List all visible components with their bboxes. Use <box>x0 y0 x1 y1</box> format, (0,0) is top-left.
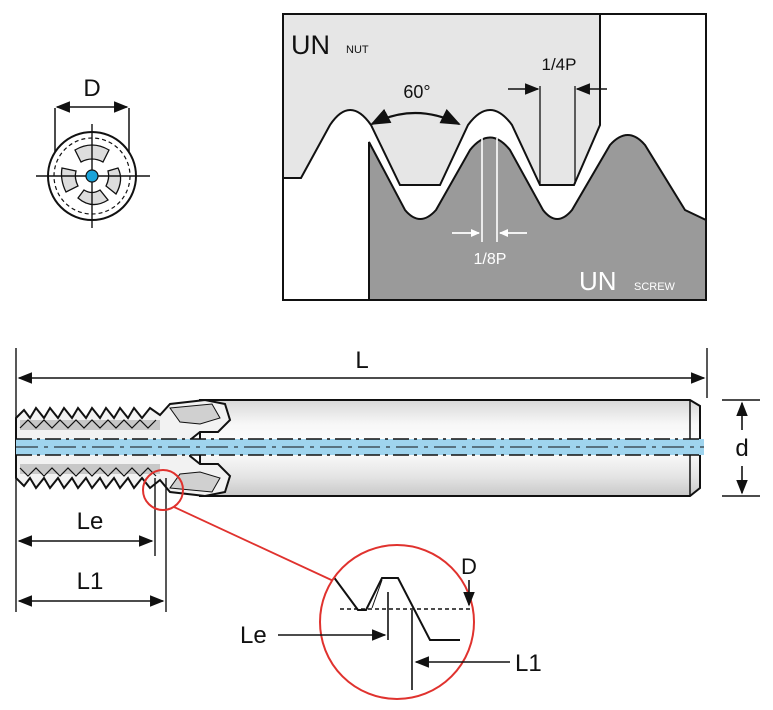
nut-label: UN <box>291 30 330 60</box>
detail-callout-ring <box>142 469 184 511</box>
detail-le-label: Le <box>240 622 267 649</box>
detail-l1-label: L1 <box>515 650 542 677</box>
end-view-diameter-label: D <box>83 75 100 102</box>
side-view: L d Le L1 <box>15 347 760 612</box>
angle-arc <box>370 108 461 125</box>
screw-profile <box>368 134 707 301</box>
shank-diameter-label: d <box>735 435 748 462</box>
coolant-hole-dot <box>85 169 99 183</box>
nut-profile <box>282 13 601 186</box>
detail-ring <box>319 544 475 700</box>
detail-view: D Le L1 <box>240 544 542 700</box>
nut-sublabel: NUT <box>346 44 369 56</box>
eighth-pitch-label: 1/8P <box>474 251 507 268</box>
detail-d-label: D <box>461 554 477 579</box>
detail-leader-line <box>173 506 341 585</box>
quarter-pitch-label: 1/4P <box>542 55 577 74</box>
end-view: D <box>36 75 150 228</box>
l1-label: L1 <box>77 568 104 595</box>
overall-length-label: L <box>355 347 368 374</box>
angle-label: 60° <box>403 82 430 102</box>
screw-label: UN <box>579 266 617 296</box>
screw-sublabel: SCREW <box>634 281 676 293</box>
thread-profile-box: UN NUT UN SCREW 60° 1/4P 1/8P <box>282 13 707 301</box>
le-label: Le <box>77 508 104 535</box>
